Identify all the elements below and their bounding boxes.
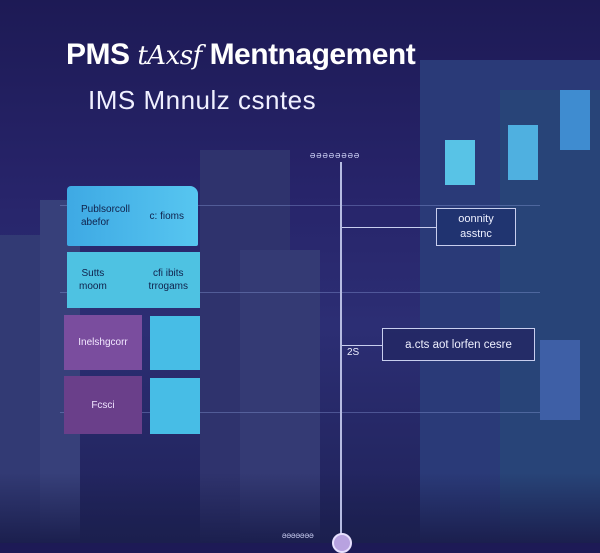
timeline-end-dot[interactable] bbox=[332, 533, 352, 553]
card-label: Inelshgcorr bbox=[78, 337, 128, 348]
tag-line: asstnc bbox=[460, 228, 492, 240]
card-label: Publsorcoll abefor bbox=[81, 204, 130, 228]
lit-window bbox=[560, 90, 590, 150]
lit-window bbox=[445, 140, 475, 185]
callout-tag-access[interactable]: a.cts aot lorfen cesre bbox=[382, 328, 535, 361]
title-mid: tAxsf bbox=[137, 41, 202, 71]
card-label-secondary: cfi ibits trrogams bbox=[148, 268, 188, 292]
guide-line bbox=[60, 205, 540, 206]
tag-line: oonnity bbox=[458, 213, 494, 226]
tag-line: a.cts aot lorfen cesre bbox=[405, 338, 512, 351]
card-intelligence[interactable]: Inelshgcorr bbox=[64, 315, 142, 370]
timeline-bottom-label: ƏƏƏƏƏƏƏ bbox=[282, 534, 314, 540]
card-label: Fcsci bbox=[91, 399, 115, 411]
card-blank[interactable] bbox=[150, 378, 200, 434]
timeline-top-label: ƏƏƏƏƏƏƏƏ bbox=[310, 153, 361, 160]
card-focus[interactable]: Fcsci bbox=[64, 376, 142, 434]
page-subtitle: IMS Mnnulz csntes bbox=[88, 85, 317, 115]
lit-window bbox=[508, 125, 538, 180]
connector-line bbox=[342, 345, 382, 346]
title-right: Mentnagement bbox=[209, 38, 416, 71]
card-status[interactable]: Sutts moom cfi ibits trrogams bbox=[67, 252, 200, 308]
lit-window bbox=[540, 340, 580, 420]
card-blank[interactable] bbox=[150, 316, 200, 370]
guide-line bbox=[60, 412, 540, 413]
card-label: Sutts moom bbox=[79, 268, 107, 292]
timeline-axis bbox=[340, 162, 342, 537]
timeline-mark-label: 2S bbox=[347, 347, 360, 358]
page-title: PMS tAxsf Mentnagement bbox=[66, 38, 416, 72]
card-label-secondary: c: fioms bbox=[149, 210, 184, 222]
guide-line bbox=[60, 292, 540, 293]
title-left: PMS bbox=[66, 38, 130, 71]
connector-line bbox=[342, 227, 436, 228]
card-publishing[interactable]: Publsorcoll abefor c: fioms bbox=[67, 186, 198, 246]
callout-tag-community[interactable]: oonnity asstnc bbox=[436, 208, 516, 246]
ground bbox=[0, 473, 600, 543]
